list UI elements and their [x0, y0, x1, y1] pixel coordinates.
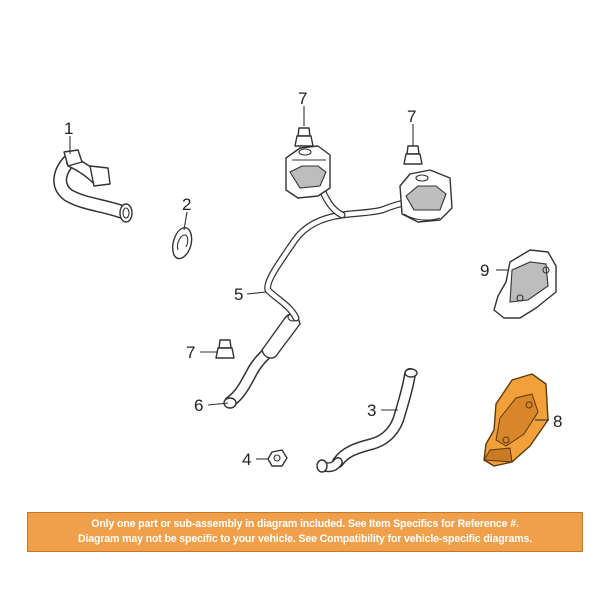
- disclaimer-banner: Only one part or sub-assembly in diagram…: [27, 512, 583, 552]
- callout-4: 4: [242, 450, 251, 469]
- leader-lines: [69, 106, 549, 460]
- callout-7-left: 7: [186, 343, 195, 362]
- part-2-gasket: [172, 227, 193, 260]
- disclaimer-line-2: Diagram may not be specific to your vehi…: [77, 533, 533, 545]
- callout-6: 6: [194, 396, 203, 415]
- part-7-hanger-left: [215, 339, 235, 359]
- part-1-front-pipe: [53, 149, 133, 223]
- part-7-hanger-top-left: [294, 127, 314, 147]
- callout-8: 8: [553, 412, 562, 431]
- callout-7-top-left: 7: [298, 89, 307, 108]
- callout-5: 5: [234, 285, 243, 304]
- callout-2: 2: [182, 195, 191, 214]
- part-4-nut: [267, 449, 288, 467]
- callout-7-top-right: 7: [407, 107, 416, 126]
- disclaimer-line-1: Only one part or sub-assembly in diagram…: [91, 518, 519, 530]
- part-3-tail-pipe: [316, 368, 418, 473]
- left-muffler: [285, 145, 331, 199]
- right-muffler: [399, 169, 453, 223]
- part-6-intermediate-pipe: [223, 312, 301, 409]
- callout-1: 1: [64, 119, 73, 138]
- part-5-crossover-pipe: [264, 181, 412, 322]
- part-8-heat-shield-highlighted: [483, 373, 549, 467]
- callout-9: 9: [480, 261, 489, 280]
- callout-3: 3: [367, 401, 376, 420]
- part-9-heat-shield: [493, 249, 557, 319]
- part-7-hanger-top-right: [403, 145, 423, 165]
